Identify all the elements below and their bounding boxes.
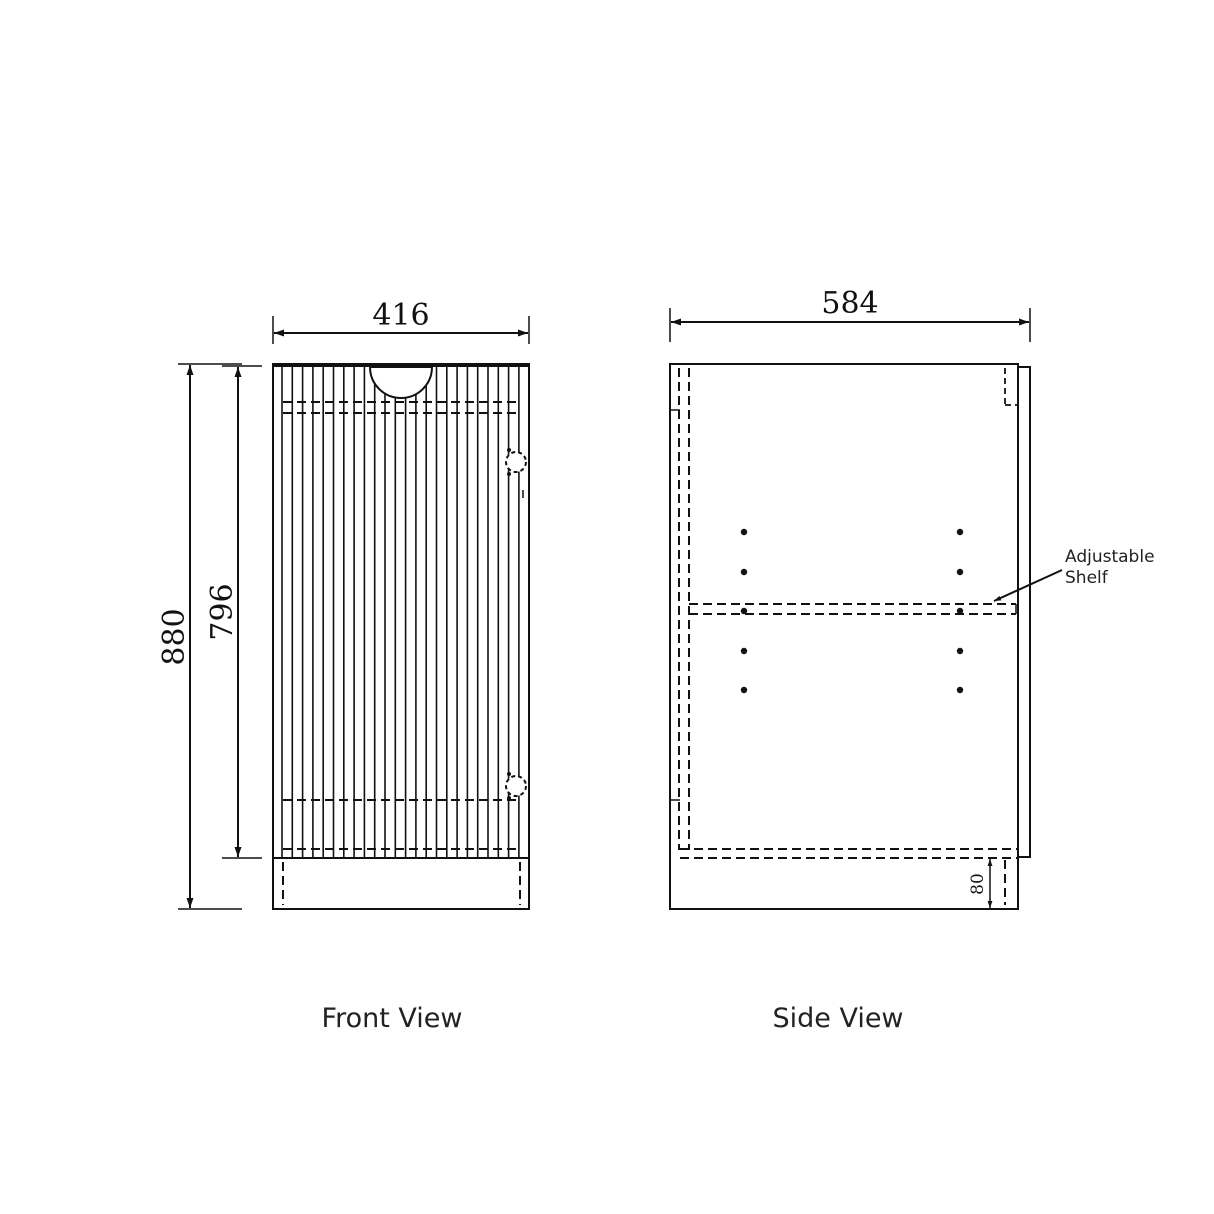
front-cabinet <box>272 363 530 910</box>
front-view-caption: Front View <box>322 1003 463 1034</box>
shelf-pin-hole <box>956 607 964 615</box>
finger-pull-cutout <box>368 366 434 399</box>
shelf-note-line1: Adjustable <box>1065 547 1155 567</box>
shelf-pin-holes <box>740 528 964 694</box>
shelf-pin-hole <box>956 647 964 655</box>
side-depth-label: 584 <box>821 286 878 321</box>
front-total-height-dimension: 880 <box>157 363 242 910</box>
shelf-pin-hole <box>956 568 964 576</box>
front-width-dimension: 416 <box>272 298 530 344</box>
adjustable-shelf-note: Adjustable Shelf <box>993 547 1155 602</box>
shelf-pin-hole <box>740 686 748 694</box>
lower-hinge-icon <box>505 772 527 800</box>
front-total-height-label: 880 <box>157 608 192 665</box>
shelf-note-line2: Shelf <box>1065 568 1109 588</box>
front-width-label: 416 <box>372 298 429 333</box>
upper-hinge-icon <box>505 448 527 498</box>
kick-height-dimension: 80 <box>968 859 993 908</box>
shelf-pin-hole <box>740 647 748 655</box>
shelf-pin-hole <box>740 568 748 576</box>
fluted-door-panel <box>281 367 520 857</box>
shelf-pin-hole <box>740 528 748 536</box>
kick-height-label: 80 <box>968 873 988 895</box>
shelf-pin-hole <box>740 607 748 615</box>
side-view: 584 <box>669 286 1155 1034</box>
front-door-height-label: 796 <box>205 583 240 640</box>
side-view-caption: Side View <box>772 1003 903 1034</box>
front-door-height-dimension: 796 <box>205 365 262 859</box>
front-view: 416 880 796 <box>157 298 530 1034</box>
adjustable-shelf <box>689 603 1017 615</box>
side-depth-dimension: 584 <box>669 286 1031 342</box>
shelf-pin-hole <box>956 528 964 536</box>
side-cabinet: 80 <box>669 363 1031 910</box>
shelf-pin-hole <box>956 686 964 694</box>
